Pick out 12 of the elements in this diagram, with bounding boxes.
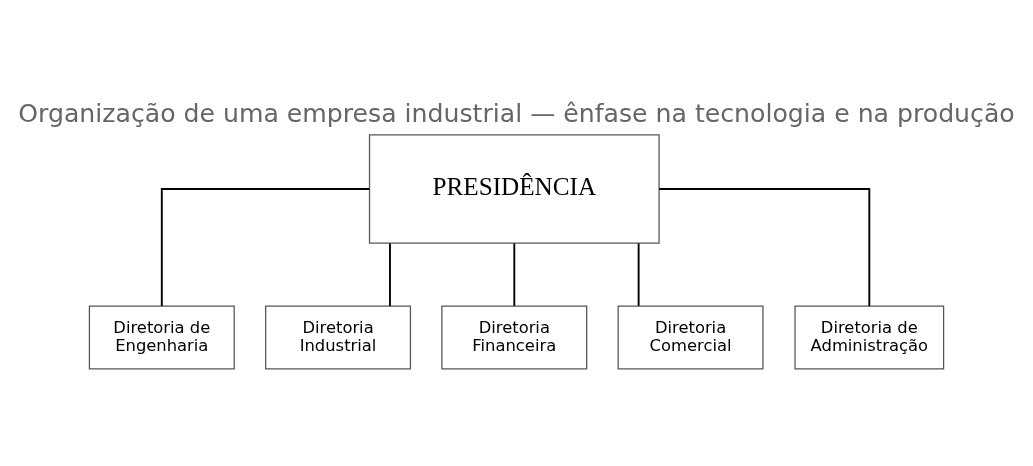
connector	[160, 188, 371, 307]
node-box: Diretoria de Administração	[794, 305, 945, 370]
node-box: Diretoria Industrial	[265, 305, 412, 370]
connector	[637, 242, 640, 307]
diagram-title: Organização de uma empresa industrial — ênfase na tecnologia e na produção	[18, 99, 1015, 129]
node-box: Diretoria Comercial	[617, 305, 764, 370]
connector	[658, 188, 871, 307]
node-box: Diretoria Financeira	[441, 305, 588, 370]
connector	[389, 242, 391, 307]
node-box: Diretoria de Engenharia	[88, 305, 235, 370]
connector	[513, 242, 516, 307]
node-box: PRESIDÊNCIA	[368, 134, 660, 244]
